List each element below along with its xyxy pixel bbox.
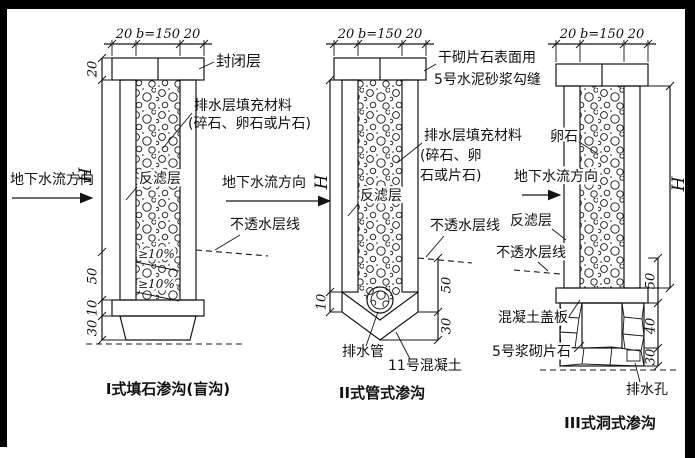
impervious-line-label-1: 不透水层线 xyxy=(230,217,300,233)
type2-left-dimension: H 10 xyxy=(312,75,342,317)
diagram-type2: 20 b=150 20 H 10 50 30 xyxy=(222,27,541,402)
dim-20-left-2: 20 xyxy=(337,27,355,42)
type1-left-wall xyxy=(119,79,137,301)
type2-right-wall xyxy=(401,79,419,293)
diagram-type1: 20 b=150 20 ≥10% ≥10% 20 H 50 10 xyxy=(10,27,311,398)
dim-50-1: 50 xyxy=(86,268,101,285)
drain-hole-label: 排水孔 xyxy=(626,382,668,398)
cover-slab-label: 混凝土盖板 xyxy=(498,310,568,326)
dim-50-2: 50 xyxy=(440,277,455,294)
type3-top-dimension: 20 b=150 20 xyxy=(548,27,656,62)
frame-left xyxy=(0,0,7,447)
dim-20-right: 20 xyxy=(183,27,201,42)
type3-drain-hole xyxy=(626,349,641,362)
dim-30-1: 30 xyxy=(86,320,101,337)
dim-40-3: 40 xyxy=(644,318,659,336)
type3-tunnel-channel xyxy=(581,302,623,349)
impervious-line-label-3: 不透水层线 xyxy=(496,245,566,261)
dim-30-3: 30 xyxy=(644,349,659,366)
fill-material2-line2: (碎石、卵 xyxy=(420,148,481,164)
slope-label-lower: ≥10% xyxy=(138,277,175,291)
type2-drain-fill xyxy=(358,80,402,292)
type1-top-dimension: 20 b=150 20 xyxy=(104,27,212,56)
dim-30-2: 30 xyxy=(440,318,455,335)
groundwater-flow-label-3: 地下水流方向 xyxy=(514,169,598,185)
dim-b150: b=150 xyxy=(136,27,180,42)
type3-masonry-stones xyxy=(559,302,645,367)
dim-H-3: H xyxy=(669,175,689,192)
type1-base-slab xyxy=(111,299,205,317)
type2-left-wall xyxy=(341,79,359,293)
concrete-11-label: 11号混凝土 xyxy=(388,358,462,374)
caption-type1: I式填石渗沟(盲沟) xyxy=(106,380,230,398)
groundwater-flow-label-2: 地下水流方向 xyxy=(222,175,306,191)
type2-top-dimension: 20 b=150 20 xyxy=(326,27,434,56)
fill-material2-line3: 石或片石) xyxy=(420,168,481,184)
dim-20-right-2: 20 xyxy=(405,27,423,42)
dim-cap-20: 20 xyxy=(86,61,101,79)
caption-type2: II式管式渗沟 xyxy=(339,384,425,402)
groundwater-flow-label-1: 地下水流方向 xyxy=(10,172,94,188)
dim-b150-2: b=150 xyxy=(358,27,402,42)
type1-foundation xyxy=(119,315,197,341)
dim-10-2: 10 xyxy=(315,294,330,311)
type2-impervious-line xyxy=(417,257,473,264)
fill-material-label-line1: 排水层填充材料 xyxy=(194,98,292,114)
type1-left-dimension: 20 H 50 10 30 xyxy=(76,53,126,345)
dim-10-1: 10 xyxy=(86,300,101,317)
filter-layer-label-3: 反滤层 xyxy=(510,213,552,229)
type3-cover-slab xyxy=(555,287,649,304)
mortared-stone-label: 5号浆砌片石 xyxy=(492,344,571,360)
dim-H-2: H xyxy=(312,173,332,190)
type1-slope-marks: ≥10% ≥10% xyxy=(136,245,180,302)
caption-type3: III式洞式渗沟 xyxy=(564,414,656,432)
type2-right-dimension: 50 30 xyxy=(380,253,455,345)
type3-right-wall xyxy=(623,85,641,289)
type3-cobble-fill xyxy=(580,86,624,288)
frame-top xyxy=(0,0,695,9)
diagram-type3: 20 b=150 20 50 40 30 H xyxy=(490,27,690,432)
fill-material-label-line2: (碎石、卵石或片石) xyxy=(188,116,311,132)
type3-impervious-line xyxy=(513,269,561,275)
dim-H-1: H xyxy=(76,166,96,183)
seal-layer-label: 封闭层 xyxy=(216,52,261,70)
dim-b150-3: b=150 xyxy=(580,27,624,42)
type2-drain-pipe-outer xyxy=(366,286,394,314)
dim-50-3: 50 xyxy=(644,273,659,290)
dim-20-right-3: 20 xyxy=(627,27,645,42)
frame-right xyxy=(685,0,695,458)
slope-label-upper: ≥10% xyxy=(138,247,175,261)
impervious-line-label-2: 不透水层线 xyxy=(430,218,500,234)
dim-20-left-3: 20 xyxy=(559,27,577,42)
type3-right-dimension: 50 40 30 H xyxy=(644,81,689,371)
dry-masonry-label-line1: 干砌片石表面用 xyxy=(438,50,536,66)
type2-drain-pipe-inner xyxy=(370,290,390,310)
cobble-label: 卵石 xyxy=(550,129,578,145)
dry-masonry-label-line2: 5号水泥砂浆勾缝 xyxy=(434,72,541,88)
fill-material2-line1: 排水层填充材料 xyxy=(424,128,522,144)
filter-layer-label-1: 反滤层 xyxy=(139,171,181,187)
filter-layer-label-2: 反滤层 xyxy=(360,188,402,204)
type2-fill-wedge xyxy=(358,292,402,310)
type1-impervious-line xyxy=(195,249,269,257)
drain-pipe-label: 排水管 xyxy=(342,344,384,360)
dim-20-left: 20 xyxy=(115,27,133,42)
type3-left-wall xyxy=(563,85,581,289)
